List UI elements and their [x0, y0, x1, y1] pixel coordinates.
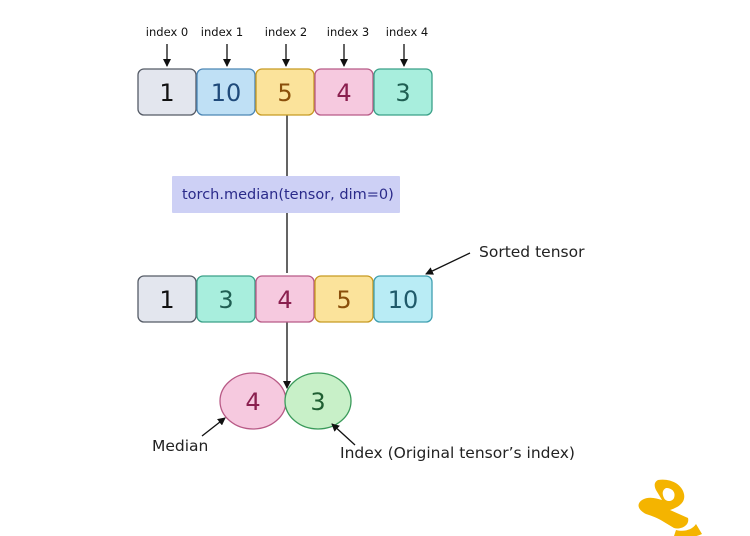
index-arrows [163, 44, 408, 67]
median-callout-arrow [201, 417, 226, 437]
input-tensor-cell-4 [373, 68, 433, 116]
median-label: Median [152, 437, 208, 455]
index-label-4: index 4 [386, 25, 428, 39]
sorted-tensor-value-4: 10 [388, 286, 419, 314]
index-callout-arrow [331, 423, 356, 446]
median-callout: Median [152, 417, 226, 455]
index-callout: Index (Original tensor’s index) [331, 423, 575, 462]
input-tensor: 1 10 5 4 3 [137, 68, 433, 116]
sorted-tensor-cell-2 [255, 275, 315, 323]
input-tensor-value-1: 10 [211, 79, 242, 107]
sorted-tensor-cell-1 [196, 275, 256, 323]
logo-shape-1 [638, 479, 689, 529]
sorted-tensor-callout: Sorted tensor [425, 243, 585, 275]
index-ellipse [284, 372, 352, 430]
sorted-tensor: 1 3 4 5 10 [137, 275, 433, 323]
index-labels: index 0 index 1 index 2 index 3 index 4 [146, 25, 428, 39]
sorted-tensor-cell-4 [373, 275, 433, 323]
logo-shape-2 [662, 488, 675, 501]
index-label-3: index 3 [327, 25, 369, 39]
function-call-box: torch.median(tensor, dim=0) [172, 176, 400, 213]
sorted-tensor-label: Sorted tensor [479, 243, 585, 261]
sorted-tensor-value-1: 3 [218, 286, 233, 314]
function-call-background [172, 176, 400, 213]
input-tensor-value-4: 3 [395, 79, 410, 107]
sorted-tensor-value-0: 1 [159, 286, 174, 314]
sorted-tensor-value-3: 5 [336, 286, 351, 314]
input-tensor-cell-1 [196, 68, 256, 116]
input-tensor-cell-2 [255, 68, 315, 116]
index-value: 3 [310, 388, 325, 416]
median-result: 4 3 [219, 372, 352, 430]
sorted-callout-arrow [425, 252, 471, 275]
sorted-tensor-cell-3 [314, 275, 374, 323]
sorted-tensor-cell-0 [137, 275, 197, 323]
median-value: 4 [245, 388, 260, 416]
input-tensor-cell-0 [137, 68, 197, 116]
input-tensor-cell-3 [314, 68, 374, 116]
input-tensor-value-0: 1 [159, 79, 174, 107]
sorted-tensor-value-2: 4 [277, 286, 292, 314]
input-tensor-value-2: 5 [277, 79, 292, 107]
python-logo-icon [638, 479, 702, 536]
function-call-text: torch.median(tensor, dim=0) [182, 187, 394, 203]
index-label-0: index 0 [146, 25, 188, 39]
input-tensor-value-3: 4 [336, 79, 351, 107]
index-callout-label: Index (Original tensor’s index) [340, 444, 575, 462]
index-label-1: index 1 [201, 25, 243, 39]
logo-shape-3 [674, 524, 702, 536]
index-label-2: index 2 [265, 25, 307, 39]
